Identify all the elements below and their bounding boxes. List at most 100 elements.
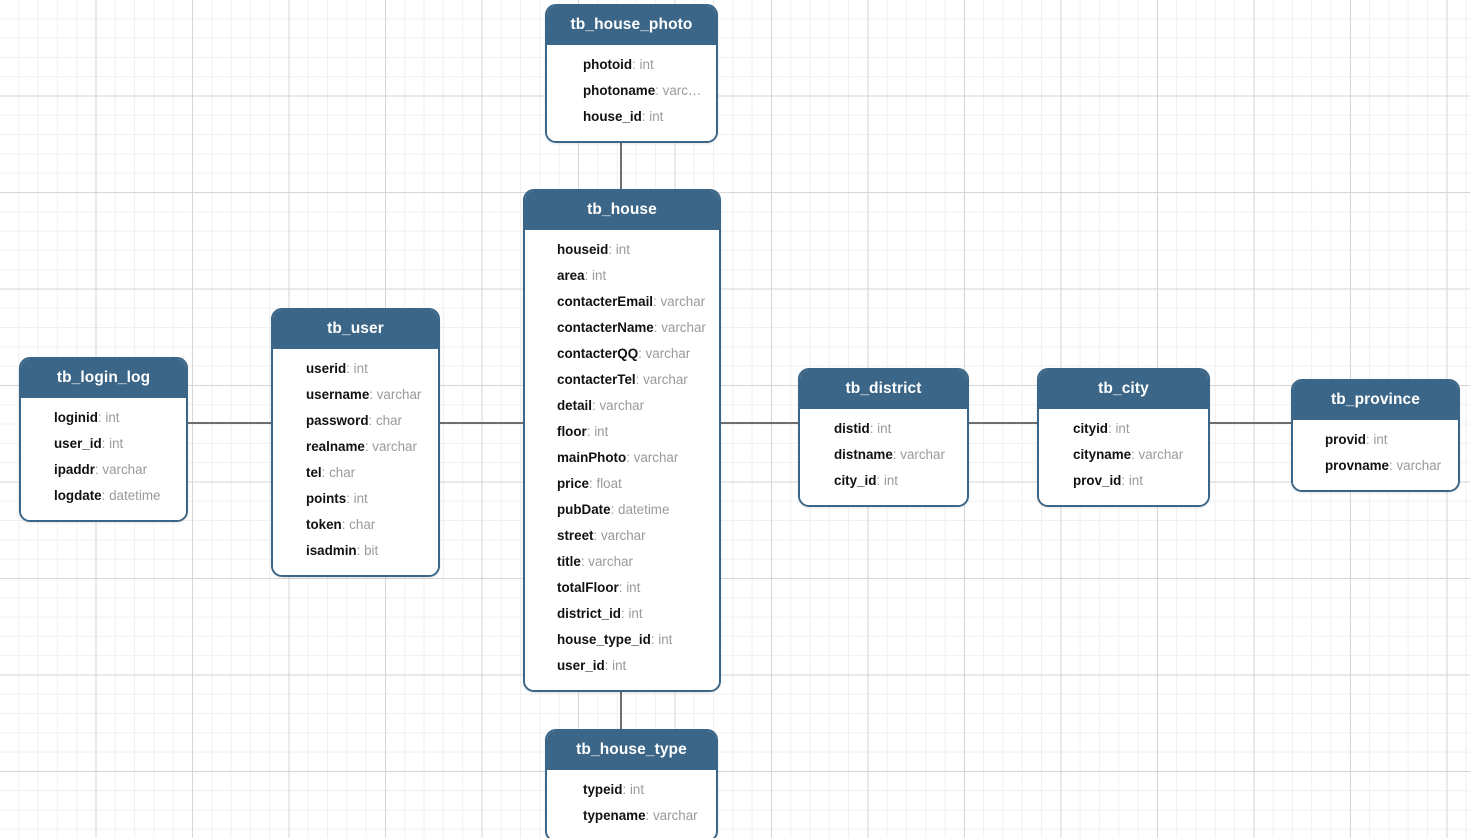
field-name: provid	[1325, 431, 1366, 447]
field-type: :	[632, 56, 640, 72]
field-row: token: char	[273, 512, 438, 538]
field-type: :	[626, 449, 634, 465]
field-type: :	[586, 423, 595, 439]
field-type-value: int	[628, 605, 643, 621]
field-name: pubDate	[557, 501, 611, 517]
field-name: contacterTel	[557, 371, 636, 387]
field-type: :	[1107, 420, 1116, 436]
field-type-value: varchar	[372, 438, 417, 454]
field-row: photoid: int	[547, 52, 716, 78]
field-row: contacterName: varchar	[525, 315, 719, 341]
field-name: userid	[306, 360, 347, 376]
field-type: :	[610, 501, 619, 517]
field-name: user_id	[557, 657, 605, 673]
entity-title-tb_province: tb_province	[1293, 381, 1458, 420]
field-type: :	[593, 527, 601, 543]
entity-title-tb_house: tb_house	[525, 191, 719, 230]
entity-title-tb_city: tb_city	[1039, 370, 1208, 409]
field-name: photoid	[583, 56, 633, 72]
entity-tb_district[interactable]: tb_district distid: int distname: varcha…	[798, 368, 969, 507]
field-row: user_id: int	[21, 431, 186, 457]
field-name: logdate	[54, 487, 102, 503]
entity-fields-tb_house_type: typeid: int typename: varchar	[547, 769, 716, 838]
field-type-value: int	[353, 360, 368, 376]
field-row: street: varchar	[525, 523, 719, 549]
entity-tb_house_type[interactable]: tb_house_type typeid: int typename: varc…	[545, 729, 718, 838]
entity-tb_login_log[interactable]: tb_login_log loginid: int user_id: int i…	[19, 357, 188, 522]
field-name: houseid	[557, 241, 609, 257]
field-type-value: varchar	[660, 293, 706, 309]
connector-city-province	[1208, 422, 1293, 424]
field-type: :	[346, 360, 354, 376]
field-type-value: varchar	[652, 807, 698, 823]
field-type: :	[584, 267, 593, 283]
field-row: cityname: varchar	[1039, 442, 1208, 468]
field-type-value: varchar	[645, 345, 691, 361]
entity-title-tb_house_type: tb_house_type	[547, 731, 716, 770]
field-type: :	[621, 605, 629, 621]
field-row: house_id: int	[547, 104, 716, 130]
entity-tb_user[interactable]: tb_user userid: int username: varchar pa…	[271, 308, 440, 577]
field-type: :	[589, 475, 597, 491]
field-name: contacterQQ	[557, 345, 639, 361]
field-name: totalFloor	[557, 579, 619, 595]
field-type-value: varchar	[588, 553, 633, 569]
field-type: :	[645, 807, 653, 823]
field-row: userid: int	[273, 356, 438, 382]
field-type-value: datetime	[618, 501, 670, 517]
field-type-value: int	[626, 579, 641, 595]
field-type-value: varc…	[662, 82, 702, 98]
field-name: floor	[557, 423, 587, 439]
field-name: typeid	[583, 781, 623, 797]
field-row: provid: int	[1293, 427, 1458, 453]
entity-title-tb_house_photo: tb_house_photo	[547, 6, 716, 45]
entity-tb_province[interactable]: tb_province provid: int provname: varcha…	[1291, 379, 1460, 492]
entity-title-tb_login_log: tb_login_log	[21, 359, 186, 398]
field-type-value: bit	[364, 542, 379, 558]
field-type: :	[638, 345, 646, 361]
field-type-value: int	[649, 108, 664, 124]
field-type: :	[364, 438, 373, 454]
field-type-value: varchar	[661, 319, 706, 335]
field-type-value: int	[639, 56, 654, 72]
field-type-value: varchar	[1396, 457, 1442, 473]
field-type: :	[591, 397, 600, 413]
field-type: :	[356, 542, 365, 558]
entity-tb_house_photo[interactable]: tb_house_photo photoid: int photoname: v…	[545, 4, 718, 143]
field-type-value: varchar	[633, 449, 679, 465]
field-row: contacterTel: varchar	[525, 367, 719, 393]
field-row: cityid: int	[1039, 416, 1208, 442]
field-type: :	[101, 435, 110, 451]
field-type-value: char	[329, 464, 356, 480]
field-name: contacterName	[557, 319, 654, 335]
field-type: :	[341, 516, 350, 532]
field-type: :	[892, 446, 901, 462]
field-name: street	[557, 527, 594, 543]
entity-tb_city[interactable]: tb_city cityid: int cityname: varchar pr…	[1037, 368, 1210, 507]
field-type: :	[1389, 457, 1397, 473]
field-type: :	[321, 464, 330, 480]
field-name: distid	[834, 420, 870, 436]
field-name: password	[306, 412, 369, 428]
field-type-value: float	[596, 475, 622, 491]
field-row: typeid: int	[547, 777, 716, 803]
field-type-value: int	[612, 657, 627, 673]
entity-tb_house[interactable]: tb_house houseid: int area: int contacte…	[523, 189, 721, 692]
field-type-value: int	[877, 420, 892, 436]
field-name: loginid	[54, 409, 98, 425]
field-type: :	[94, 461, 103, 477]
entity-fields-tb_city: cityid: int cityname: varchar prov_id: i…	[1039, 408, 1208, 505]
field-type-value: int	[883, 472, 899, 488]
field-type-value: varchar	[900, 446, 945, 462]
field-type: :	[101, 487, 110, 503]
field-row: detail: varchar	[525, 393, 719, 419]
field-name: area	[557, 267, 585, 283]
field-type: :	[650, 631, 659, 647]
field-type-value: int	[353, 490, 368, 506]
connector-user-house	[438, 422, 525, 424]
field-type-value: varchar	[1138, 446, 1184, 462]
field-name: city_id	[834, 472, 877, 488]
field-row: floor: int	[525, 419, 719, 445]
field-type: :	[580, 553, 589, 569]
